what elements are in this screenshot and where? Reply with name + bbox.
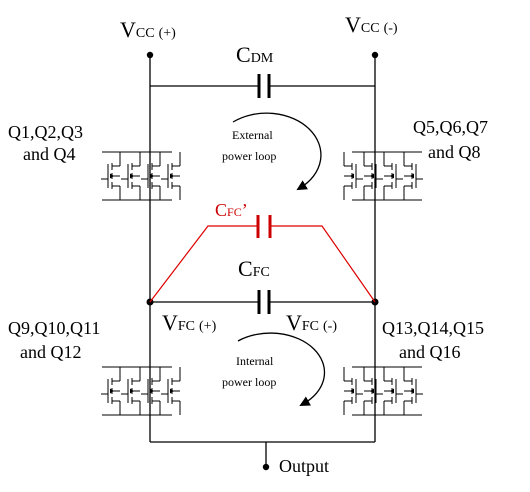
q-bot-left-label-2: and Q12 bbox=[20, 342, 82, 362]
cfc-label: CFC bbox=[238, 256, 270, 281]
q-bot-right-label-1: Q13,Q14,Q15 bbox=[382, 318, 484, 338]
external-loop-label-1: External bbox=[232, 128, 273, 142]
switch-group-q9-q12 bbox=[101, 366, 181, 416]
internal-loop-label-1: Internal bbox=[236, 354, 274, 368]
output-label: Output bbox=[279, 456, 329, 476]
q-top-right-label-1: Q5,Q6,Q7 bbox=[413, 117, 488, 137]
internal-loop-arrow bbox=[237, 332, 326, 407]
q-bot-right-label-2: and Q16 bbox=[399, 342, 461, 362]
cdm-capacitor bbox=[257, 74, 271, 98]
switch-group-q1-q4 bbox=[101, 151, 181, 201]
external-loop-label-2: power loop bbox=[222, 149, 276, 163]
q-top-left-label-2: and Q4 bbox=[23, 144, 76, 164]
switch-group-q5-q8 bbox=[343, 151, 423, 201]
cfc-capacitor bbox=[257, 290, 271, 314]
vcc-neg-terminal bbox=[371, 51, 379, 59]
cfc-prime-capacitor bbox=[149, 215, 376, 303]
vcc-neg-label: VCC(-) bbox=[345, 12, 398, 37]
external-loop-arrow bbox=[232, 112, 322, 191]
switch-group-q13-q16 bbox=[343, 366, 423, 416]
vfc-pos-label: VFC(+) bbox=[162, 310, 217, 335]
q-top-left-label-1: Q1,Q2,Q3 bbox=[8, 122, 83, 142]
output-terminal bbox=[262, 463, 270, 471]
q-bot-left-label-1: Q9,Q10,Q11 bbox=[8, 318, 100, 338]
cfc-prime-label: CFC’ bbox=[215, 200, 248, 220]
vcc-pos-terminal bbox=[146, 51, 154, 59]
main-wiring bbox=[149, 55, 376, 467]
q-top-right-label-2: and Q8 bbox=[428, 142, 481, 162]
cdm-label: CDM bbox=[236, 42, 274, 67]
internal-loop-label-2: power loop bbox=[222, 375, 276, 389]
vfc-neg-label: VFC(-) bbox=[286, 310, 337, 335]
vcc-pos-label: VCC(+) bbox=[120, 17, 176, 42]
